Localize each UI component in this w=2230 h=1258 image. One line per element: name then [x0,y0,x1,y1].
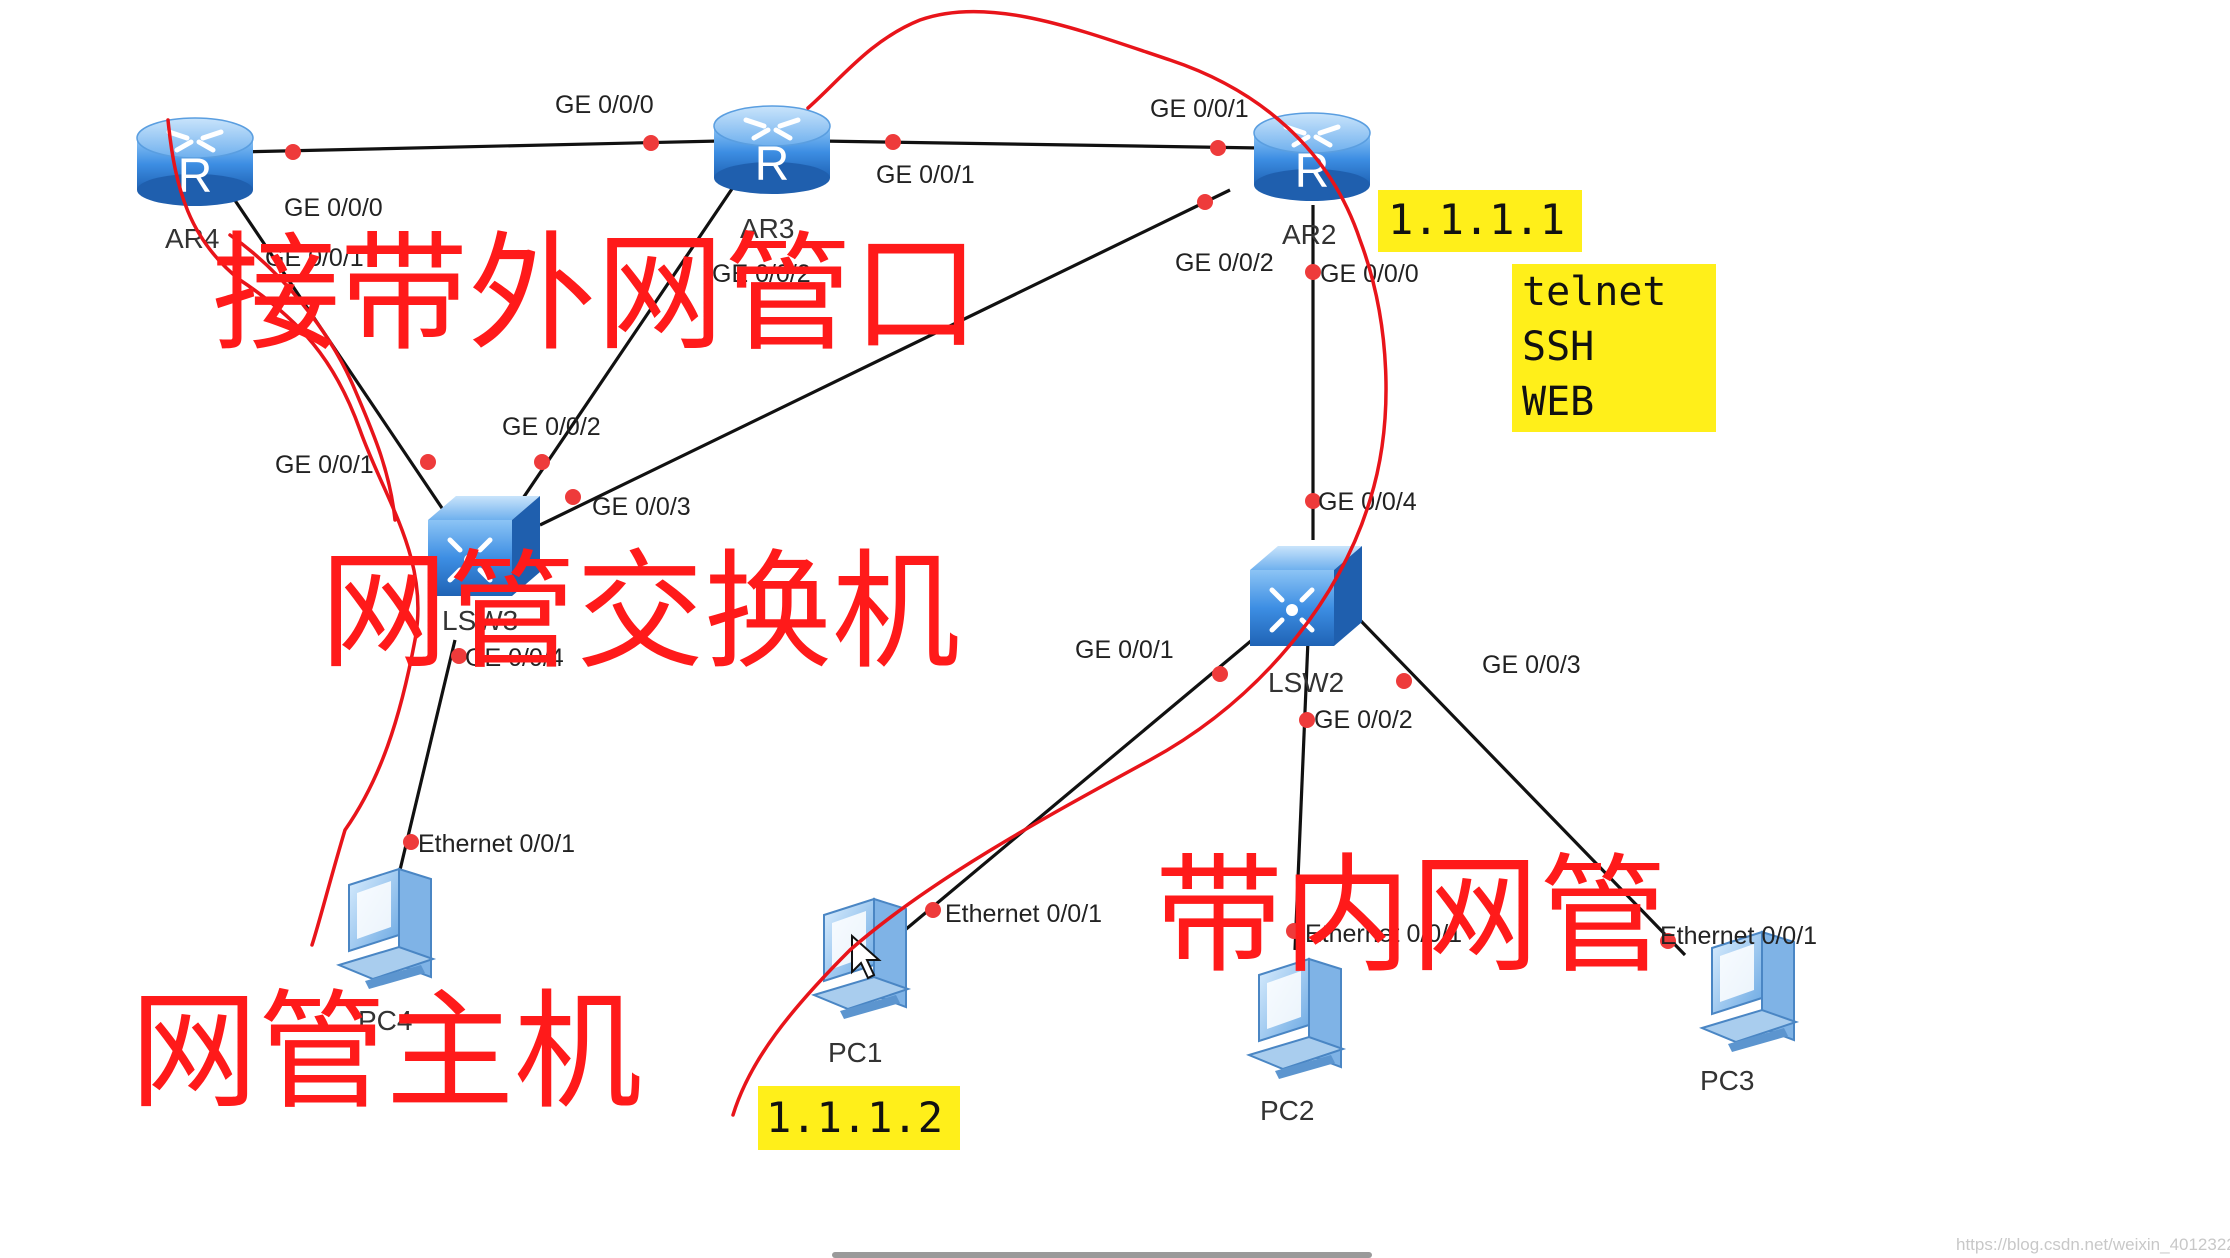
port-label: GE 0/0/1 [1075,636,1174,664]
port-dot [1299,712,1315,728]
port-label: GE 0/0/1 [275,451,374,479]
port-label: GE 0/0/4 [465,644,564,672]
ip-address-ar2: 1.1.1.1 [1388,195,1565,244]
port-dot [534,454,550,470]
protocol-ssh: SSH [1522,324,1594,370]
scrollbar-thumb[interactable] [832,1252,1372,1258]
port-label: Ethernet 0/0/1 [1305,920,1462,948]
link-ar4-ar3 [194,139,721,155]
port-label: GE 0/0/2 [502,413,601,441]
ip-highlight-pc1 [758,1086,960,1150]
port-label: GE 0/0/2 [1175,249,1274,277]
link-ar2-lsw3 [539,188,1231,527]
router-glyph: R [755,138,790,191]
ip-highlight-ar2 [1378,190,1582,252]
link-lsw3-pc4 [398,639,457,871]
link-ar3-lsw3 [513,179,740,511]
port-dot [1660,933,1676,949]
device-label-ar3: AR3 [740,213,794,244]
port-dot [643,135,659,151]
annotation-mgmt-host: 网管主机 [130,978,642,1127]
device-label-lsw3: LSW3 [442,605,518,636]
annotation-mgmt-switch: 网管交换机 [320,538,960,687]
link-lsw2-pc1 [903,623,1272,932]
port-dot [451,648,467,664]
port-label: Ethernet 0/0/1 [418,830,575,858]
port-label: GE 0/0/0 [284,194,383,222]
port-label: GE 0/0/1 [1150,95,1249,123]
port-dot [565,489,581,505]
router-ar2[interactable]: R [1254,113,1370,201]
port-dot [1305,493,1321,509]
port-label: GE 0/0/2 [1314,706,1413,734]
device-label-ar2: AR2 [1282,219,1336,250]
annotation-curve-oob-inner [228,233,397,522]
ip-address-pc1: 1.1.1.2 [766,1093,943,1142]
device-label-lsw2: LSW2 [1268,667,1344,698]
port-dot [925,902,941,918]
annotation-inband: 带内网管 [1155,842,1667,991]
annotation-curve-inband [731,9,1388,1117]
port-label: Ethernet 0/0/1 [945,900,1102,928]
port-label: GE 0/0/0 [555,91,654,119]
annotation-oob-port: 接带外网管口 [212,220,980,369]
port-label: GE 0/0/3 [592,493,691,521]
device-label-pc4: PC4 [358,1005,412,1036]
port-dot [1210,140,1226,156]
port-dot [420,454,436,470]
port-dot [885,134,901,150]
device-label-pc3: PC3 [1700,1065,1754,1096]
port-dot [1396,673,1412,689]
port-label: GE 0/0/1 [876,161,975,189]
port-label: Ethernet 0/0/1 [1660,922,1817,950]
mouse-cursor-icon [851,933,882,980]
link-lsw2-pc2 [1293,639,1310,951]
link-lsw2-pc3 [1358,618,1687,957]
router-ar3[interactable]: R [714,106,830,194]
device-label-pc1: PC1 [828,1037,882,1068]
port-dot [1197,194,1213,210]
watermark: https://blog.csdn.net/weixin_40123223 [1956,1235,2230,1254]
router-ar4[interactable]: R [137,118,253,206]
port-dot [1286,923,1302,939]
device-label-pc2: PC2 [1260,1095,1314,1126]
port-label: GE 0/0/3 [1482,651,1581,679]
port-dot [1305,264,1321,280]
port-label: GE 0/0/1 [265,244,364,272]
port-dot [403,834,419,850]
pc-pc3[interactable] [1701,931,1797,1053]
port-dot [1212,666,1228,682]
pc-pc4[interactable] [338,868,434,990]
protocol-web: WEB [1522,379,1594,425]
protocol-highlight [1512,264,1716,432]
protocol-telnet: telnet [1522,269,1667,315]
port-label: GE 0/0/2 [712,260,811,288]
port-dot [285,144,301,160]
